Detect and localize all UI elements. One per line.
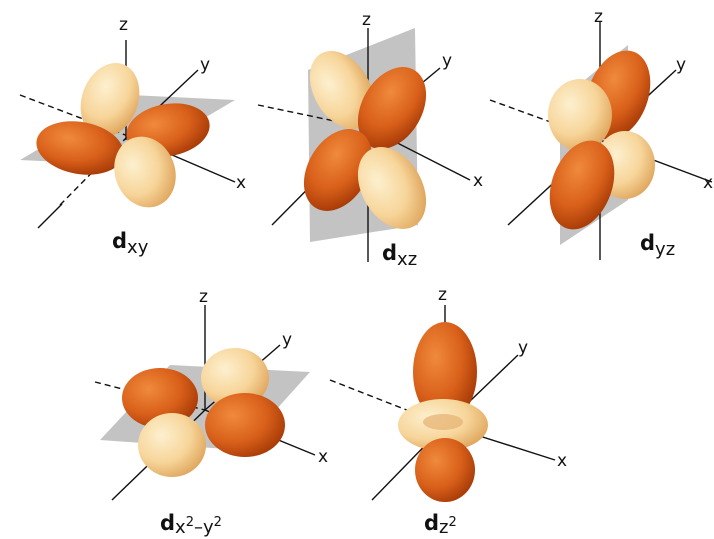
x-label: x xyxy=(473,171,483,191)
orbital-label: dyz xyxy=(640,231,675,260)
y-label: y xyxy=(200,55,210,75)
lobe-dark-left xyxy=(36,121,124,175)
z-label: z xyxy=(594,7,603,27)
x-label: x xyxy=(703,173,713,193)
lobe-light-front xyxy=(138,413,206,477)
orbital-label: dxz xyxy=(382,241,417,270)
orbital-dxz: z y x dxz xyxy=(257,10,483,270)
orbital-dxy: z y x dxy xyxy=(19,15,246,258)
lobe-light-back xyxy=(80,63,140,137)
lobe-dark-lower xyxy=(549,140,615,230)
orbital-dx2-y2: z y x dx2–y2 xyxy=(94,287,328,538)
lobe-dark-lower xyxy=(415,438,475,502)
x-label: x xyxy=(557,451,567,471)
orbital-label: dz2 xyxy=(424,511,457,538)
z-label: z xyxy=(119,15,128,35)
lobe-dark-left xyxy=(122,368,198,428)
lobe-dark-lower-left xyxy=(303,129,373,211)
z-label: z xyxy=(362,10,371,30)
x-label: x xyxy=(318,447,328,467)
z-label: z xyxy=(438,285,447,305)
lobe-light-upper-left xyxy=(309,51,375,129)
orbital-label: dx2–y2 xyxy=(160,511,222,538)
lobe-light-lower-right xyxy=(357,147,427,229)
lobe-dark-upper xyxy=(413,322,477,422)
y-label: y xyxy=(518,338,528,358)
z-label: z xyxy=(199,287,208,307)
x-label: x xyxy=(236,173,246,193)
orbital-dyz: z y x dyz xyxy=(489,7,713,260)
y-label: y xyxy=(282,330,292,350)
orbital-dz2: z y x dz2 xyxy=(329,285,567,538)
y-label: y xyxy=(676,55,686,75)
lobe-light-front xyxy=(114,136,176,208)
lobe-light-back xyxy=(201,348,269,408)
torus-hole xyxy=(423,414,463,430)
lobe-light-left xyxy=(548,79,612,151)
lobe-dark-upper-right xyxy=(357,67,427,149)
lobe-dark-right xyxy=(205,393,285,457)
orbital-label: dxy xyxy=(112,229,149,258)
y-label: y xyxy=(442,51,452,71)
y-axis-front xyxy=(37,203,63,229)
